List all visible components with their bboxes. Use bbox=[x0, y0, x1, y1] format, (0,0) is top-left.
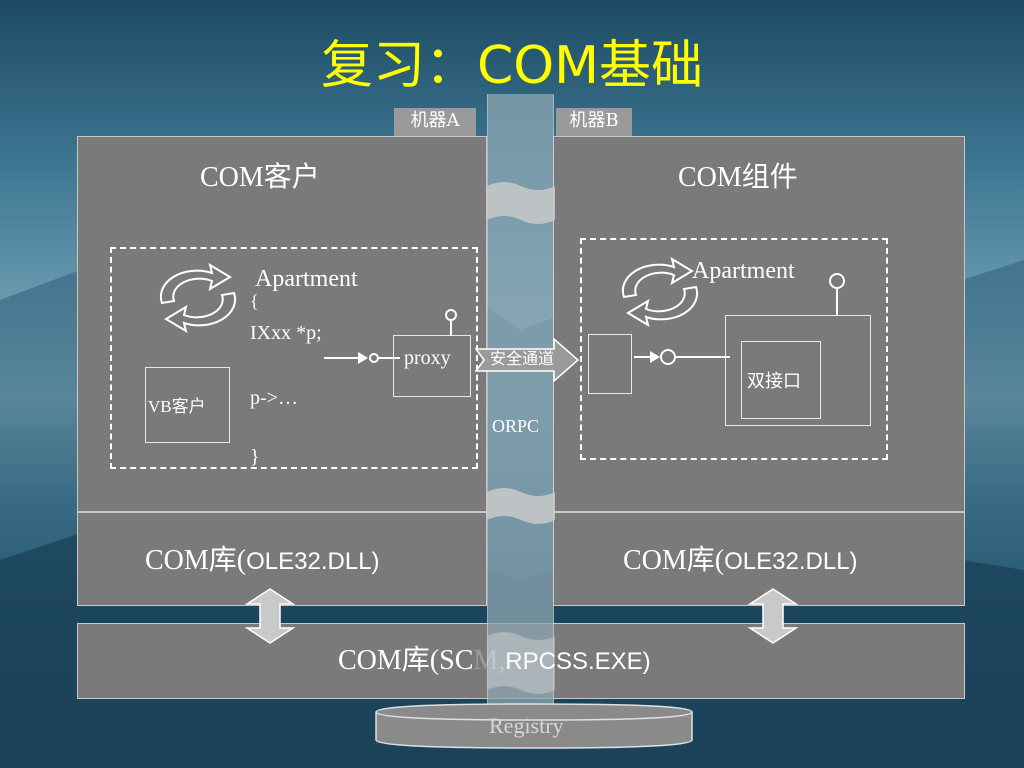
registry-label: Registry bbox=[489, 713, 564, 738]
com-lib-right-prefix: COM库( bbox=[623, 545, 725, 576]
proxy-interface-lollipop bbox=[445, 309, 457, 336]
machine-a-panel bbox=[77, 136, 487, 512]
com-lib-left-dll: OLE32.DLL) bbox=[246, 548, 380, 575]
com-lib-left-label: COM库(OLE32.DLL) bbox=[145, 544, 380, 579]
com-component-heading: COM组件 bbox=[678, 162, 798, 193]
stub-interface-connector bbox=[634, 349, 730, 365]
scm-label: COM库(SCM,RPCSS.EXE) bbox=[338, 644, 651, 679]
vb-client-box bbox=[145, 367, 230, 443]
left-double-arrow bbox=[245, 588, 295, 644]
registry-cylinder bbox=[375, 703, 693, 749]
com-lib-right-dll: OLE32.DLL) bbox=[724, 548, 858, 575]
com-client-heading: COM客户 bbox=[200, 162, 320, 193]
machine-b-panel bbox=[553, 136, 965, 512]
page-title: 复习：COM基础 bbox=[320, 36, 704, 96]
right-double-arrow bbox=[748, 588, 798, 644]
orpc-label: ORPC bbox=[492, 416, 540, 436]
vb-client-label: VB客户 bbox=[148, 397, 206, 416]
channel-wave-top bbox=[487, 182, 555, 224]
machine-a-tab: 机器A bbox=[394, 108, 476, 136]
proxy-box bbox=[393, 335, 471, 397]
code-close-brace: } bbox=[250, 446, 260, 468]
component-apartment-box bbox=[580, 238, 888, 460]
com-lib-right-label: COM库(OLE32.DLL) bbox=[623, 544, 858, 579]
client-interface-arrow bbox=[324, 352, 400, 364]
component-object-box bbox=[725, 315, 871, 426]
component-apartment-label: Apartment bbox=[692, 258, 795, 284]
channel-wave-lower bbox=[487, 632, 555, 694]
stub-box bbox=[588, 334, 632, 394]
client-apartment-label: Apartment bbox=[255, 266, 358, 292]
machine-b-tab: 机器B bbox=[556, 108, 632, 136]
refresh-cycle-icon bbox=[159, 263, 237, 333]
component-interface-lollipop bbox=[829, 273, 845, 315]
com-lib-left-panel bbox=[77, 512, 487, 606]
code-open-brace: { bbox=[250, 291, 259, 311]
scm-label-suffix: RPCSS.EXE) bbox=[505, 648, 651, 675]
channel-wave-bottom bbox=[487, 488, 555, 524]
dual-interface-label: 双接口 bbox=[747, 371, 801, 391]
code-declaration: IXxx *p; bbox=[250, 322, 322, 344]
refresh-cycle-icon bbox=[621, 257, 699, 327]
client-apartment-box bbox=[110, 247, 478, 469]
scm-label-middle: M, bbox=[473, 645, 506, 676]
code-call: p->… bbox=[250, 387, 298, 409]
secure-channel-arrow bbox=[474, 337, 580, 383]
scm-label-prefix: COM库(SC bbox=[338, 645, 474, 676]
dual-interface-box bbox=[741, 341, 821, 419]
com-lib-left-prefix: COM库( bbox=[145, 545, 247, 576]
secure-channel-label: 安全通道 bbox=[490, 351, 555, 368]
proxy-label: proxy bbox=[404, 347, 451, 369]
com-lib-right-panel bbox=[553, 512, 965, 606]
